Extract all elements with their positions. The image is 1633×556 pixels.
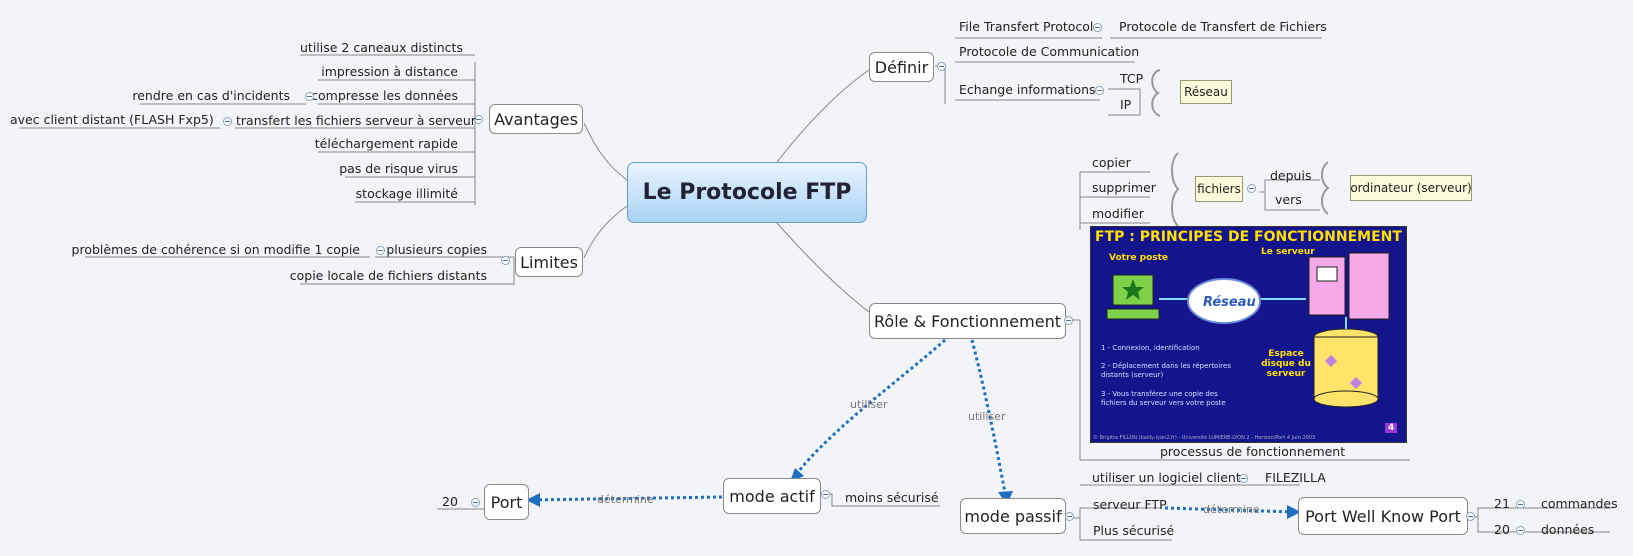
avantage-item[interactable]: stockage illimité [355,186,458,201]
node-wkp-label: Port Well Know Port [1305,506,1461,526]
collapse-mode-passif-icon[interactable] [1065,512,1074,521]
collapse-fichiers-icon[interactable] [1247,184,1256,193]
avantage-item[interactable]: pas de risque virus [339,161,458,176]
callout-fichiers[interactable]: fichiers [1195,176,1243,202]
node-limites[interactable]: Limites [515,247,583,277]
collapse-port-21-icon[interactable] [1516,500,1525,509]
ftp-image-step: 2 - Déplacement dans les répertoires dis… [1101,362,1231,379]
collapse-port-icon[interactable] [471,498,480,507]
node-mode-passif-label: mode passif [964,506,1062,526]
node-mode-actif[interactable]: mode actif [723,478,821,514]
node-mode-passif[interactable]: mode passif [960,498,1066,534]
collapse-role-icon[interactable] [1064,316,1073,325]
callout-ordinateur-label: ordinateur (serveur) [1350,181,1472,195]
node-avantages[interactable]: Avantages [489,104,583,134]
collapse-mode-actif-icon[interactable] [821,490,830,499]
wkp-port-20[interactable]: 20 [1494,522,1510,537]
definir-item[interactable]: File Transfert Protocol [959,19,1094,34]
collapse-transfert-icon[interactable] [223,117,232,126]
collapse-echange-icon[interactable] [1095,86,1104,95]
central-topic-label: Le Protocole FTP [642,180,852,205]
callout-ordinateur[interactable]: ordinateur (serveur) [1350,175,1472,201]
ftp-image-footer: © Brigitte FILLON (bailly-lyon2.fr) - Un… [1093,435,1316,441]
node-definir-label: Définir [874,57,929,77]
callout-reseau-label: Réseau [1184,85,1228,99]
role-action[interactable]: copier [1092,155,1131,170]
mode-actif-moins[interactable]: moins sécurisé [845,490,939,505]
mode-passif-plus[interactable]: Plus sécurisé [1093,523,1175,538]
node-avantages-label: Avantages [494,109,578,129]
collapse-wkp-icon[interactable] [1466,512,1475,521]
role-client[interactable]: utiliser un logiciel client [1092,470,1241,485]
avantage-item[interactable]: téléchargement rapide [314,136,458,151]
collapse-file-transfert-icon[interactable] [1093,23,1102,32]
role-processus[interactable]: processus de fonctionnement [1160,444,1346,459]
mode-passif-serveur[interactable]: serveur FTP [1093,497,1167,512]
avantage-item[interactable]: compresse les données [311,88,458,103]
collapse-limites-icon[interactable] [501,256,510,265]
collapse-port-20-icon[interactable] [1516,526,1525,535]
relation-determine-passif: détermine [1203,503,1260,516]
definir-tcp[interactable]: TCP [1120,71,1144,86]
ftp-image-votre-poste: Votre poste [1109,253,1169,263]
limite-item[interactable]: plusieurs copies [386,242,487,257]
limite-subitem[interactable]: problèmes de cohérence si on modifie 1 c… [71,242,360,257]
avantage-subitem[interactable]: rendre en cas d'incidents [132,88,290,103]
ftp-principles-image: FTP : PRINCIPES DE FONCTIONNEMENT Votre … [1090,226,1407,443]
node-role-label: Rôle & Fonctionnement [874,311,1061,331]
node-role[interactable]: Rôle & Fonctionnement [869,303,1066,339]
ftp-image-step: 3 - Vous transférez une copie des fichie… [1101,390,1226,407]
port-value[interactable]: 20 [442,494,458,509]
ftp-image-drawing: Réseau [1106,252,1390,408]
role-action[interactable]: supprimer [1092,180,1156,195]
wkp-port-21[interactable]: 21 [1494,496,1510,511]
ftp-image-reseau-text: Réseau [1203,295,1256,310]
node-definir[interactable]: Définir [869,52,934,82]
relation-utiliser-passif: utiliser [968,410,1006,423]
relation-determine-actif: détermine [597,493,654,506]
avantage-subitem[interactable]: avec client distant (FLASH Fxp5) [10,112,214,127]
definir-item[interactable]: Echange informations [959,82,1096,97]
collapse-avantages-icon[interactable] [474,115,483,124]
node-port-label: Port [490,492,523,512]
limite-item[interactable]: copie locale de fichiers distants [289,268,487,283]
role-filezilla[interactable]: FILEZILLA [1265,470,1326,485]
collapse-definir-icon[interactable] [937,62,946,71]
node-limites-label: Limites [520,252,578,272]
avantage-item[interactable]: utilise 2 caneaux distincts [300,40,463,55]
collapse-client-icon[interactable] [1239,474,1248,483]
definir-item[interactable]: Protocole de Communication [959,44,1140,59]
collapse-compresse-icon[interactable] [305,92,314,101]
ftp-image-page: 4 [1385,423,1398,433]
callout-fichiers-label: fichiers [1197,182,1241,196]
avantage-item[interactable]: impression à distance [321,64,458,79]
role-vers[interactable]: vers [1275,192,1302,207]
relation-utiliser-actif: utiliser [850,398,888,411]
node-port[interactable]: Port [484,484,529,520]
collapse-plusieurs-icon[interactable] [376,246,385,255]
wkp-port-21-label[interactable]: commandes [1541,496,1618,511]
ftp-image-espace: Espace disque du serveur [1261,349,1311,379]
wkp-port-20-label[interactable]: données [1541,522,1595,537]
definir-subitem[interactable]: Protocole de Transfert de Fichiers [1119,19,1327,34]
definir-ip[interactable]: IP [1120,97,1132,112]
ftp-image-step: 1 - Connexion, identification [1101,344,1200,352]
ftp-image-le-serveur: Le serveur [1261,247,1315,257]
callout-reseau[interactable]: Réseau [1180,80,1232,104]
central-topic[interactable]: Le Protocole FTP [627,162,867,223]
node-mode-actif-label: mode actif [729,486,815,506]
node-well-know-port[interactable]: Port Well Know Port [1298,497,1468,535]
role-action[interactable]: modifier [1092,206,1144,221]
role-depuis[interactable]: depuis [1270,168,1312,183]
avantage-item[interactable]: transfert les fichiers serveur à serveur [236,113,476,128]
ftp-image-title: FTP : PRINCIPES DE FONCTIONNEMENT [1095,229,1402,245]
